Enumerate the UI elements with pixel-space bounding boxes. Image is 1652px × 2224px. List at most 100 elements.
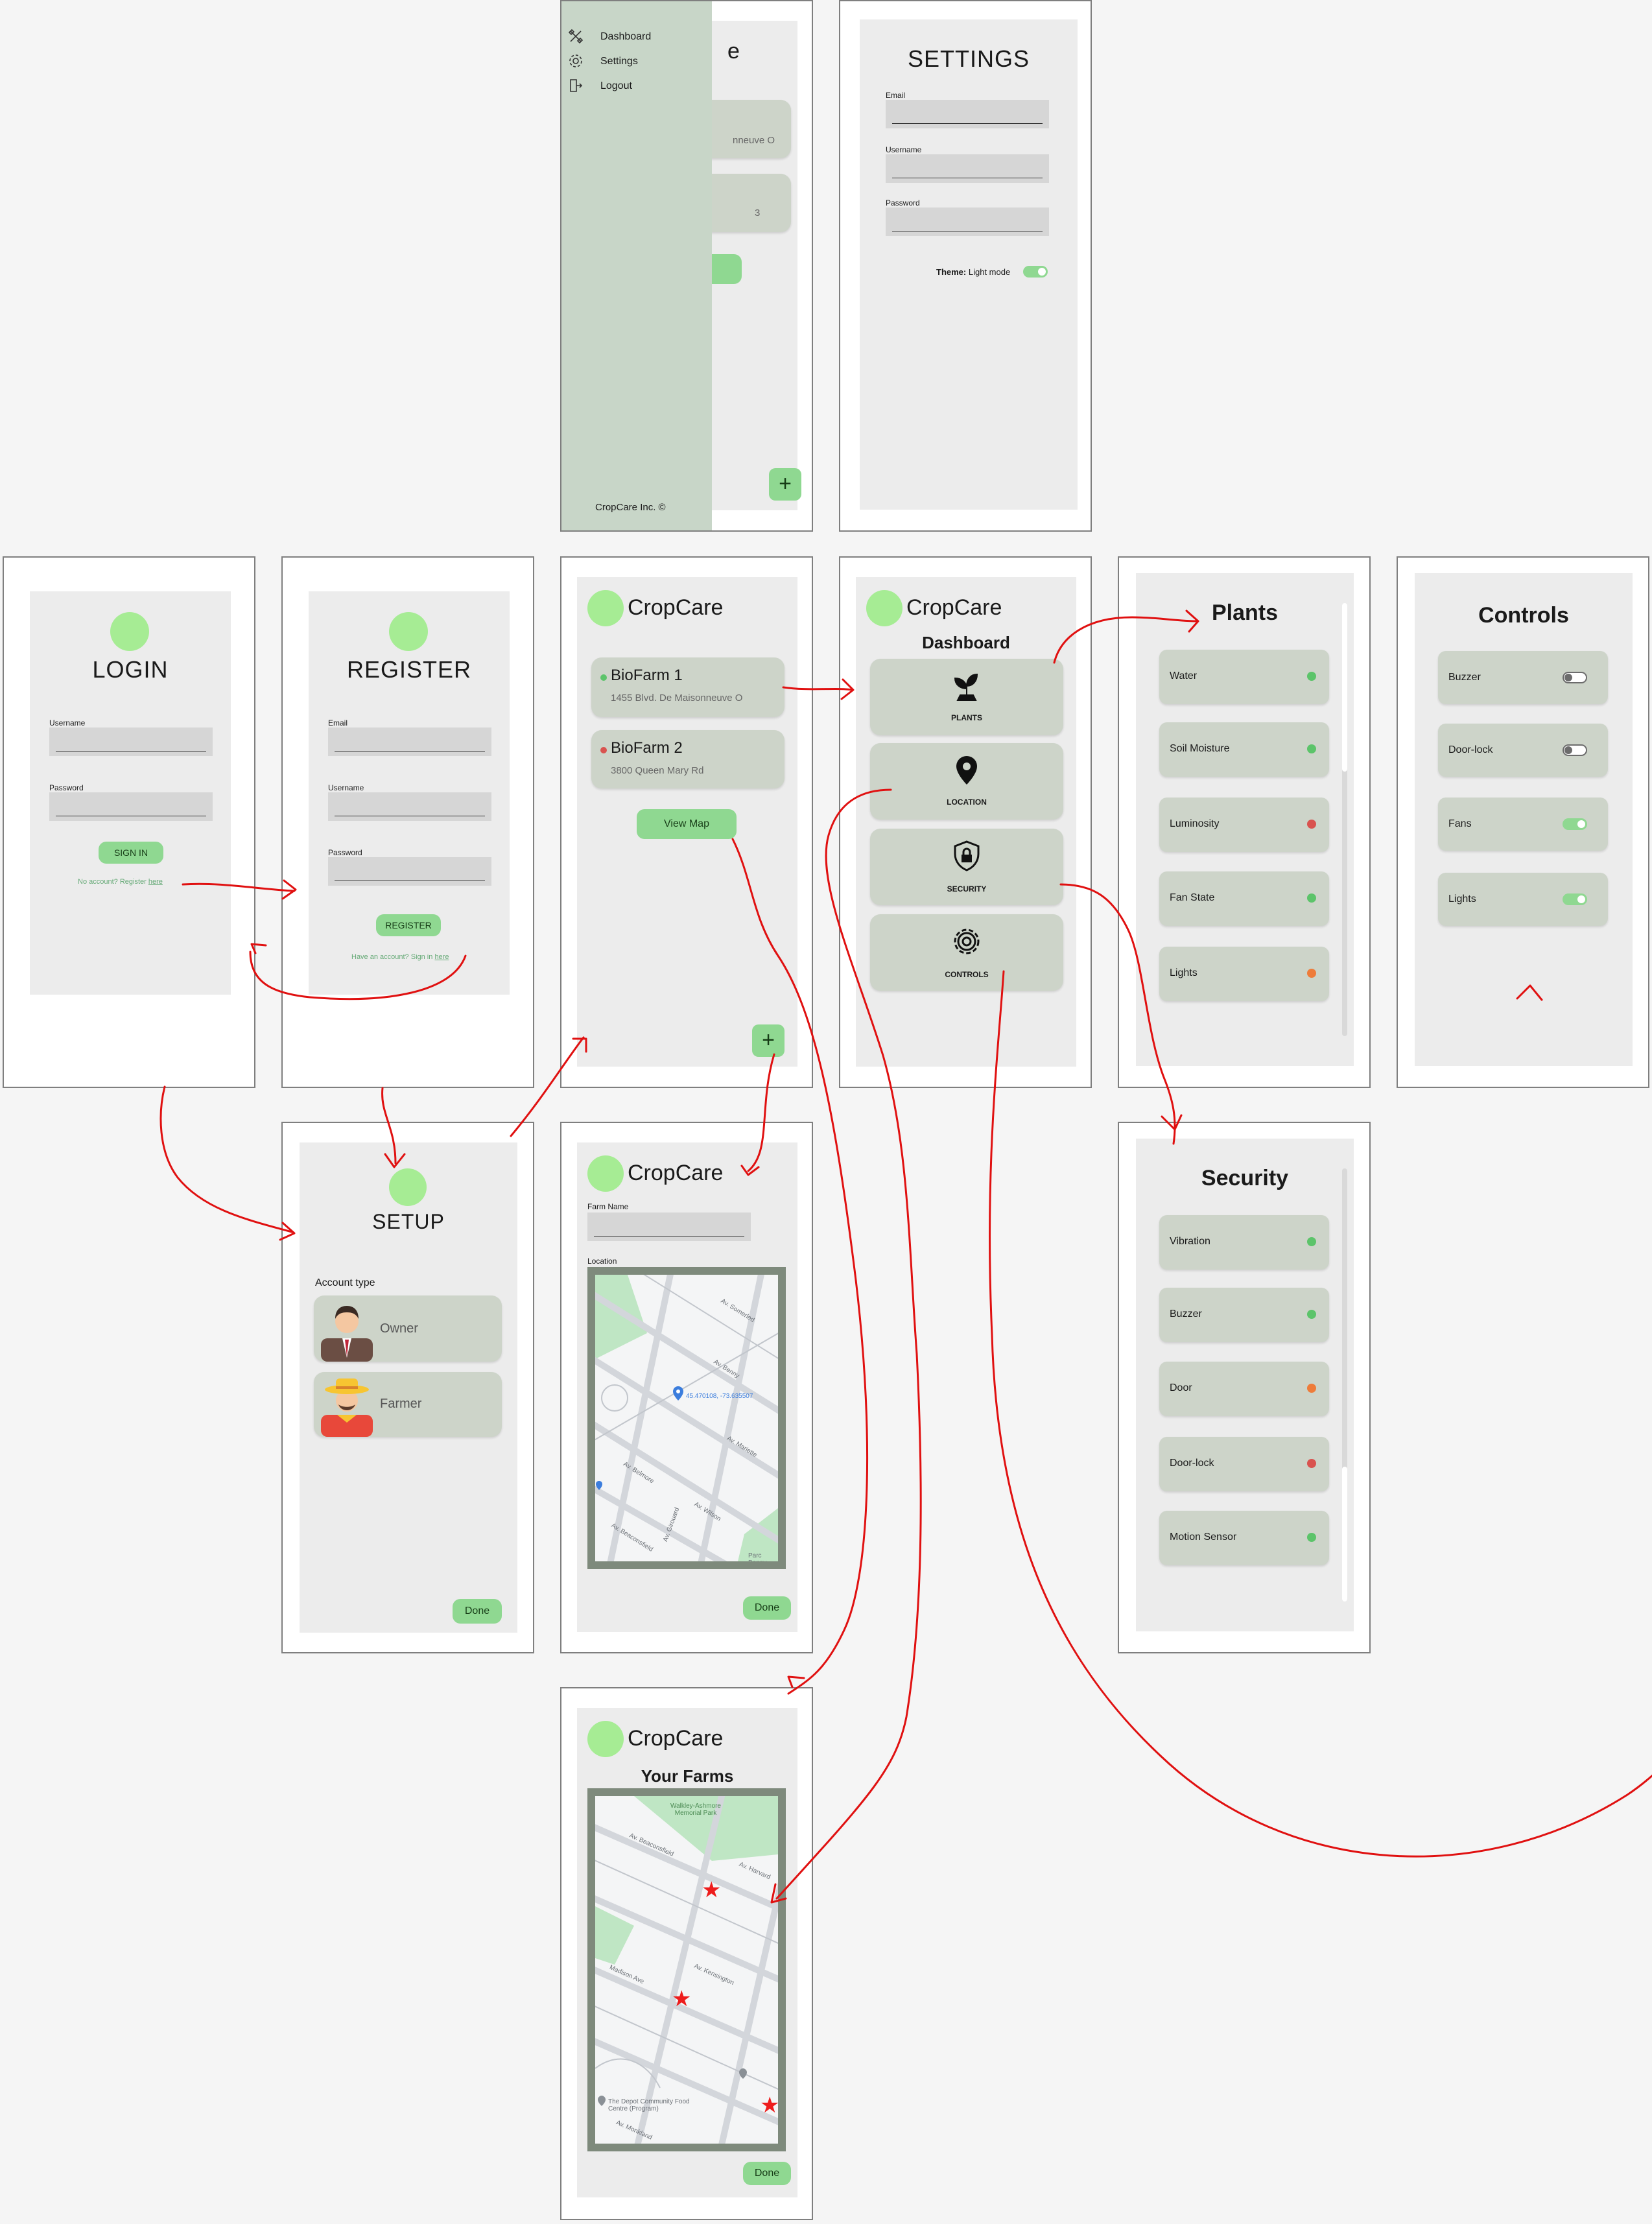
tile-label: LOCATION [947, 798, 987, 807]
logo [866, 590, 903, 626]
tile-label: SECURITY [947, 884, 987, 893]
security-tile[interactable]: SECURITY [870, 829, 1063, 905]
owner-option[interactable]: Owner [314, 1295, 502, 1362]
plant-icon [954, 673, 978, 701]
done-button[interactable]: Done [743, 2162, 791, 2185]
drawer-item-logout[interactable]: Logout [568, 78, 698, 96]
security-row-vibration: Vibration [1159, 1215, 1329, 1270]
fans-toggle[interactable] [1563, 818, 1587, 830]
settings-frame: SETTINGS Email Username Password Theme: … [839, 0, 1092, 532]
scrollbar-thumb[interactable] [1342, 603, 1347, 772]
scrollbar[interactable] [1342, 1168, 1347, 1602]
add-farm-frame: CropCare Farm Name Location [560, 1122, 813, 1653]
settings-screen: SETTINGS Email Username Password Theme: … [860, 19, 1078, 510]
scrollbar-thumb[interactable] [1342, 1467, 1347, 1602]
security-row-door-lock: Door-lock [1159, 1437, 1329, 1491]
farms-map[interactable]: ★ ★ ★ Walkley-Ashmore Memorial Park The … [587, 1788, 786, 2151]
status-dot [1307, 1459, 1316, 1468]
done-button[interactable]: Done [743, 1596, 791, 1620]
farm-name-field[interactable] [587, 1213, 751, 1241]
username-field[interactable] [328, 792, 491, 821]
lights-toggle[interactable] [1563, 893, 1587, 905]
farm-card-2[interactable]: BioFarm 2 3800 Queen Mary Rd [591, 730, 785, 788]
farm-marker-star[interactable]: ★ [702, 1878, 722, 1902]
drawer-item-dashboard[interactable]: Dashboard [568, 29, 698, 47]
dashboard-frame: CropCare Dashboard PLANTS LOCATION SECUR… [839, 556, 1092, 1088]
farmer-avatar-icon [321, 1378, 373, 1437]
login-frame: LOGIN Username Password SIGN IN No accou… [3, 556, 255, 1088]
drawer-item-settings[interactable]: Settings [568, 53, 698, 71]
register-link[interactable]: here [148, 878, 163, 886]
plants-tile[interactable]: PLANTS [870, 659, 1063, 735]
password-field[interactable] [49, 792, 213, 821]
security-frame: Security Vibration Buzzer Door Door-lock… [1118, 1122, 1371, 1653]
location-map[interactable]: 45.470108, -73.635507 Av. Somerled Av. B… [587, 1267, 786, 1569]
buzzer-toggle[interactable] [1563, 672, 1587, 683]
username-field[interactable] [886, 154, 1049, 183]
farm-list-frame: CropCare BioFarm 1 1455 Blvd. De Maisonn… [560, 556, 813, 1088]
status-dot [1307, 1533, 1316, 1542]
password-field[interactable] [886, 207, 1049, 236]
plants-title: Plants [1211, 600, 1279, 625]
sign-in-hint: Have an account? Sign in here [351, 953, 449, 961]
plant-row-luminosity: Luminosity [1159, 798, 1329, 852]
behind-add-button: + [769, 468, 801, 501]
theme-toggle[interactable] [1023, 266, 1048, 278]
tools-icon [568, 29, 584, 44]
status-dot [1307, 893, 1316, 903]
dashboard-screen: CropCare Dashboard PLANTS LOCATION SECUR… [856, 577, 1076, 1067]
gear-icon [569, 54, 582, 67]
location-tile[interactable]: LOCATION [870, 743, 1063, 820]
register-hint: No account? Register here [78, 878, 163, 886]
add-farm-button[interactable]: + [752, 1024, 785, 1057]
farm-marker-star[interactable]: ★ [672, 1987, 692, 2011]
location-pin-icon [956, 756, 977, 785]
control-row-buzzer: Buzzer [1438, 651, 1608, 704]
control-row-fans: Fans [1438, 798, 1608, 851]
status-dot [1307, 1310, 1316, 1319]
username-field[interactable] [49, 728, 213, 756]
email-field[interactable] [886, 100, 1049, 128]
farm-marker-star[interactable]: ★ [760, 2093, 780, 2118]
farm-card-1[interactable]: BioFarm 1 1455 Blvd. De Maisonneuve O [591, 657, 785, 717]
status-dot [1307, 1237, 1316, 1246]
sign-in-link[interactable]: here [434, 953, 449, 961]
your-farms-title: Your Farms [641, 1766, 734, 1786]
plant-row-lights: Lights [1159, 947, 1329, 1001]
status-dot [1307, 1384, 1316, 1393]
security-row-motion-sensor: Motion Sensor [1159, 1511, 1329, 1565]
farm-address: 1455 Blvd. De Maisonneuve O [611, 692, 743, 704]
door-lock-toggle[interactable] [1563, 744, 1587, 756]
logo [110, 612, 149, 651]
app-name: CropCare [906, 595, 1002, 620]
your-farms-screen: CropCare Your Farms [577, 1708, 797, 2197]
farmer-option[interactable]: Farmer [314, 1372, 502, 1437]
done-button[interactable]: Done [453, 1599, 502, 1624]
controls-screen: Controls Buzzer Door-lock Fans Lights [1415, 573, 1633, 1066]
controls-title: Controls [1478, 603, 1569, 628]
password-field[interactable] [328, 857, 491, 886]
register-screen: REGISTER Email Username Password REGISTE… [309, 591, 510, 995]
email-field[interactable] [328, 728, 491, 756]
sign-in-button[interactable]: SIGN IN [99, 842, 163, 864]
map-coordinates: 45.470108, -73.635507 [686, 1393, 753, 1400]
security-row-buzzer: Buzzer [1159, 1288, 1329, 1342]
view-map-button[interactable]: View Map [637, 809, 737, 839]
logo [587, 1721, 624, 1757]
farm-list-screen: CropCare BioFarm 1 1455 Blvd. De Maisonn… [577, 577, 797, 1067]
your-farms-frame: CropCare Your Farms [560, 1687, 813, 2220]
settings-title: SETTINGS [907, 45, 1030, 72]
setup-frame: SETUP Account type Owner Farmer [281, 1122, 534, 1653]
register-button[interactable]: REGISTER [376, 914, 441, 936]
app-name: CropCare [628, 1726, 724, 1751]
scrollbar[interactable] [1342, 603, 1347, 1036]
controls-tile[interactable]: CONTROLS [870, 914, 1063, 991]
setup-title: SETUP [372, 1210, 445, 1233]
logo [587, 1155, 624, 1192]
logo [389, 612, 428, 651]
add-farm-screen: CropCare Farm Name Location [577, 1142, 797, 1632]
app-name: CropCare [628, 1161, 724, 1185]
businessman-avatar-icon [321, 1306, 373, 1362]
nav-drawer: Dashboard Settings Logout CropCare Inc. … [561, 1, 712, 530]
